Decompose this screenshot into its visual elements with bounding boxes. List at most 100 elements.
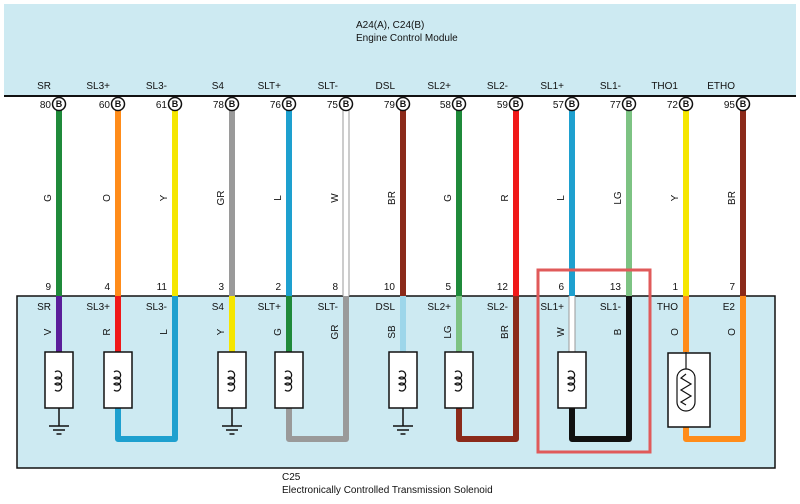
pin-badge-2 xyxy=(167,96,183,112)
coil-0-box xyxy=(44,351,74,409)
coil-icon xyxy=(454,370,463,392)
ecm-connectors: A24(A), C24(B) xyxy=(356,20,424,31)
coil-icon xyxy=(398,370,407,392)
pin-badge-5 xyxy=(338,96,354,112)
sol-pin-6: 10 xyxy=(384,282,396,293)
sol-pin-7: 5 xyxy=(445,282,451,293)
sol-label-8: SL2- xyxy=(487,302,508,313)
upper-color-7: G xyxy=(443,194,454,202)
pin-badge-letter: B xyxy=(400,99,407,109)
pin-badge-letter: B xyxy=(56,99,63,109)
upper-color-4: L xyxy=(273,195,284,201)
ecm-name: Engine Control Module xyxy=(356,33,458,44)
sol-pin-5: 8 xyxy=(332,282,338,293)
resistor-icon xyxy=(679,373,693,406)
pin-badge-0 xyxy=(51,96,67,112)
coil-icon xyxy=(227,370,236,392)
sol-label-9: SL1+ xyxy=(540,302,564,313)
pin-badge-7 xyxy=(451,96,467,112)
pin-badge-letter: B xyxy=(286,99,293,109)
ecm-pin-8: 59 xyxy=(497,100,509,111)
sol-pin-10: 13 xyxy=(610,282,622,293)
coil-icon xyxy=(284,370,293,392)
ecm-pin-7: 58 xyxy=(440,100,452,111)
upper-color-11: Y xyxy=(670,194,681,201)
pin-badge-letter: B xyxy=(513,99,520,109)
ecm-label-0: SR xyxy=(37,81,51,92)
coil-7 xyxy=(444,351,474,409)
sol-label-3: S4 xyxy=(212,302,225,313)
ecm-pin-11: 72 xyxy=(667,100,679,111)
coil-1-box xyxy=(103,351,133,409)
lower-color-7: LG xyxy=(443,325,454,339)
coil-1 xyxy=(103,351,133,409)
upper-color-10: LG xyxy=(613,191,624,205)
lower-color-0: V xyxy=(43,328,54,335)
upper-color-3: GR xyxy=(216,191,227,206)
pin-badge-9 xyxy=(564,96,580,112)
sol-pin-4: 2 xyxy=(275,282,281,293)
lower-color-3: Y xyxy=(216,328,227,335)
pin-badge-letter: B xyxy=(172,99,179,109)
sol-label-0: SR xyxy=(37,302,51,313)
pin-badge-8 xyxy=(508,96,524,112)
sol-pin-0: 9 xyxy=(45,282,51,293)
ecm-label-4: SLT+ xyxy=(258,81,282,92)
lower-color-9: W xyxy=(556,327,567,337)
ecm-label-9: SL1+ xyxy=(540,81,564,92)
pin-badge-11 xyxy=(678,96,694,112)
upper-color-2: Y xyxy=(159,194,170,201)
ecm-block xyxy=(4,4,796,96)
wire-labels: SR80G9SRSL3+60O4SL3+SL3-61Y11SL3-S478GR3… xyxy=(37,81,738,340)
ecm-pin-3: 78 xyxy=(213,100,225,111)
ecm-pin-1: 60 xyxy=(99,100,111,111)
sol-label-5: SLT- xyxy=(318,302,338,313)
coil-4-box xyxy=(274,351,304,409)
pin-badge-1 xyxy=(110,96,126,112)
loop-sl2 xyxy=(456,296,519,442)
ecm-pin-4: 76 xyxy=(270,100,282,111)
loop-sl1 xyxy=(569,296,632,442)
coil-3 xyxy=(217,351,247,409)
upper-color-8: R xyxy=(500,194,511,201)
ecm-pin-9: 57 xyxy=(553,100,565,111)
ecm-label-11: THO1 xyxy=(651,81,678,92)
ground-dsl xyxy=(393,408,413,435)
lower-color-11: O xyxy=(670,328,681,336)
thermistor xyxy=(667,352,711,428)
pin-badge-letter: B xyxy=(740,99,747,109)
sol-pin-11: 1 xyxy=(672,282,678,293)
highlight-box xyxy=(536,268,652,454)
sol-label-11: THO xyxy=(657,302,678,313)
ecm-label-12: ETHO xyxy=(707,81,735,92)
upper-color-6: BR xyxy=(387,191,398,205)
ecm-label-3: S4 xyxy=(212,81,225,92)
ecm-label-1: SL3+ xyxy=(86,81,110,92)
upper-color-0: G xyxy=(43,194,54,202)
ecm-pin-10: 77 xyxy=(610,100,622,111)
ecm-pin-2: 61 xyxy=(156,100,168,111)
sol-label-12: E2 xyxy=(723,302,736,313)
pin-badge-letter: B xyxy=(343,99,350,109)
pin-badge-letter: B xyxy=(683,99,690,109)
lower-color-6: SB xyxy=(387,325,398,339)
lower-color-8: BR xyxy=(500,325,511,339)
ecm-label-5: SLT- xyxy=(318,81,338,92)
coil-0 xyxy=(44,351,74,409)
sol-pin-12: 7 xyxy=(729,282,735,293)
ecm-pin-12: 95 xyxy=(724,100,736,111)
loop-slt xyxy=(286,296,349,442)
ecm-label-8: SL2- xyxy=(487,81,508,92)
lower-color-10: B xyxy=(613,328,624,335)
thermistor-body xyxy=(676,368,696,412)
lower-color-5: GR xyxy=(330,325,341,340)
sol-pin-2: 11 xyxy=(157,282,168,293)
sol-pin-3: 3 xyxy=(218,282,224,293)
upper-color-5: W xyxy=(330,193,341,203)
sol-label-7: SL2+ xyxy=(427,302,451,313)
pin-badge-12 xyxy=(735,96,751,112)
pin-badge-letter: B xyxy=(456,99,463,109)
pin-badge-3 xyxy=(224,96,240,112)
